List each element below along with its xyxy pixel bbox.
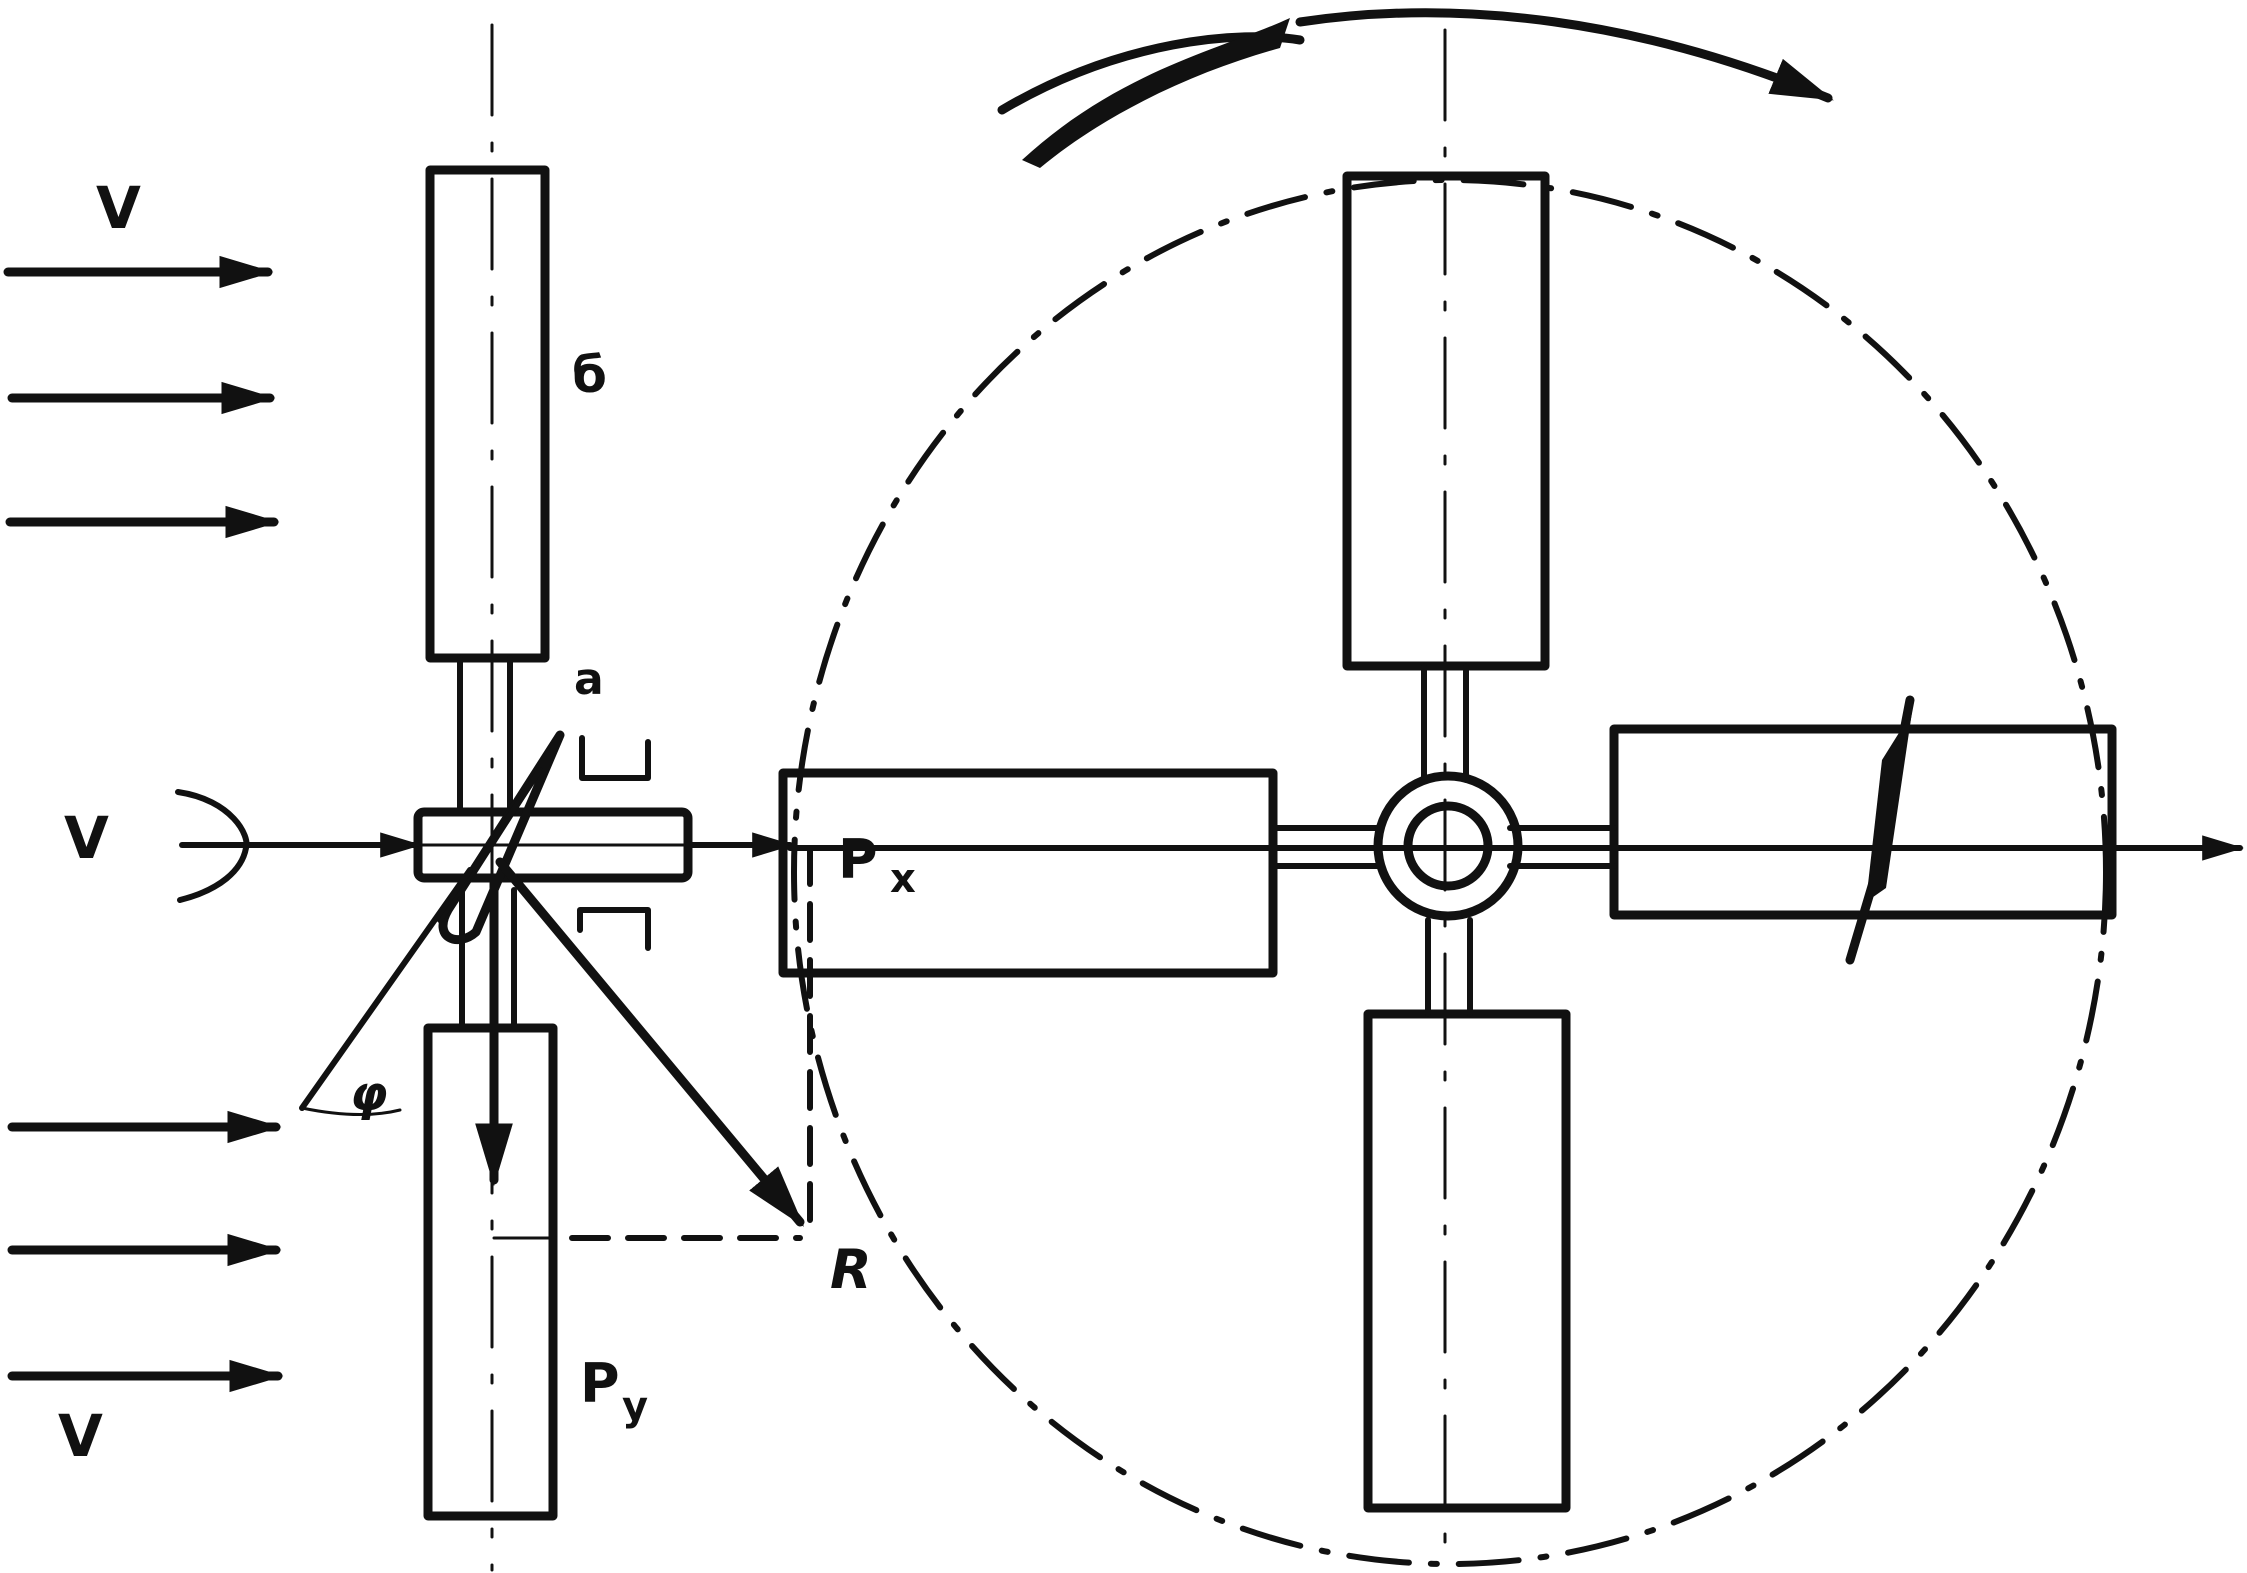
label-blade-b: б [572,346,607,404]
label-v-bottom: V [58,1402,103,1470]
bracket-upper [579,735,651,781]
upper-blade-side [425,165,550,663]
top-blade-front [1342,171,1550,671]
wind-arrows-lower [7,1110,284,1393]
left-blade-front [778,768,1278,978]
rotation-arrow [1295,8,1834,103]
label-v-top: V [96,174,141,242]
angle-arc [300,1106,402,1116]
label-py-main: P [580,1352,620,1415]
right-blade-pitch-fill [1866,712,1912,902]
bottom-blade-front [1363,1009,1571,1513]
resultant-arrow [495,857,805,1227]
rotation-arrow-blade [1022,18,1290,168]
label-py-sub: y [622,1384,648,1430]
label-resultant: R [830,1238,872,1301]
label-angle: φ [350,1066,388,1122]
wind-arrows-upper [3,255,280,539]
swept-circle [791,177,2109,1567]
bracket-lower [577,907,651,951]
label-px-main: P [838,828,878,891]
angle-ray [299,867,473,1111]
label-px-sub: x [890,856,916,902]
label-point-a: a [574,654,604,705]
rotor-hub-outer [1373,771,1523,921]
right-blade-front [1609,724,2117,920]
label-v-mid: V [64,804,109,872]
rotor-hub-inner [1403,801,1493,891]
blade-chord [437,767,543,923]
